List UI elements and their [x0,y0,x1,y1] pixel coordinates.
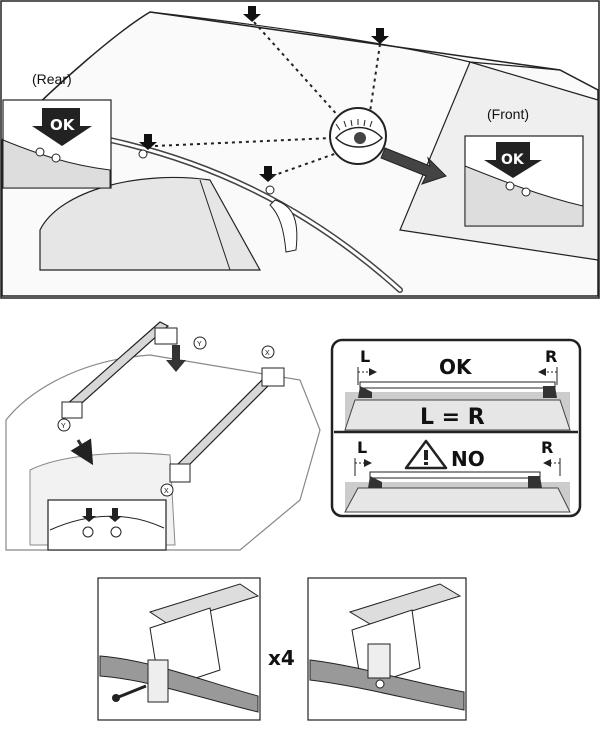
tag-y-icon [193,336,207,350]
bar-foot-right-ok [543,386,557,398]
rear-label: (Rear) [32,71,72,87]
bar-foot-left-no [368,476,382,488]
roof-bar-front [169,367,285,483]
car-windshield-ok [344,399,571,431]
rear-inset [2,99,112,189]
down-arrow-icon [371,28,389,44]
roof-rail-inner [108,138,402,292]
hand [269,199,298,253]
ok-text: OK [439,355,473,379]
fixing-inset [47,499,167,551]
tag-x-label: X [164,488,169,495]
down-arrow-icon [259,166,277,182]
left-marker-bottom: L [357,438,367,457]
bar-foot-right-no [528,476,542,488]
left-marker-top: L [360,347,370,366]
front-label: (Front) [487,106,529,122]
ok-badge-icon [484,142,542,178]
clamp-bracket [367,643,391,679]
panel-alignment-check: L R OK L = R L R NO [330,338,582,518]
bar-ok [359,381,556,389]
roof-edge [309,659,465,711]
eye-icon [329,107,387,165]
tag-y-label: Y [61,423,66,430]
rear-ok-badge: OK [50,116,76,134]
panel-bars-on-roof: Y X Y X [5,321,321,551]
fixing-point-front [265,185,275,195]
right-marker-top: R [545,347,557,366]
side-window [39,176,262,271]
roof-bar-rear [61,321,178,419]
up-arrow-icon [82,508,96,522]
equation-text: L = R [420,405,485,430]
bar-no [369,471,541,479]
car-windshield-no [344,487,571,513]
window-pillar [199,179,231,271]
bar-foot-left-ok [358,386,372,398]
panel-roof-overview: (Rear) OK (Front) OK [0,0,600,299]
sight-lines [154,21,381,177]
tag-x-label: X [265,350,270,357]
bar-section [148,583,260,625]
multiplier-text: x4 [268,646,295,670]
bolt-head [112,694,120,702]
down-arrow-icon [139,134,157,150]
fixing-point-rear [138,149,148,159]
down-arrow-icon [166,345,186,372]
down-arrow-icon [243,6,261,22]
ok-badge-icon [32,108,92,146]
down-arrow-icon [70,438,94,466]
tag-y-label: Y [197,341,202,348]
clamp-bracket [147,659,169,703]
front-ok-badge: OK [501,152,525,168]
roof-edge-line [149,11,561,71]
tag-x-icon [261,345,275,359]
up-arrow-icon [108,508,122,522]
no-text: NO [451,447,485,471]
bolt [115,684,147,700]
right-marker-bottom: R [541,438,553,457]
pointer-arrow [380,147,447,185]
panel-foot-clamp: x4 [97,577,467,721]
front-inset [464,135,584,227]
tag-x-icon [160,483,174,497]
bar-section [348,583,462,625]
warning-triangle-icon [404,439,448,470]
bolt-head [375,679,385,689]
tag-y-icon [57,418,71,432]
